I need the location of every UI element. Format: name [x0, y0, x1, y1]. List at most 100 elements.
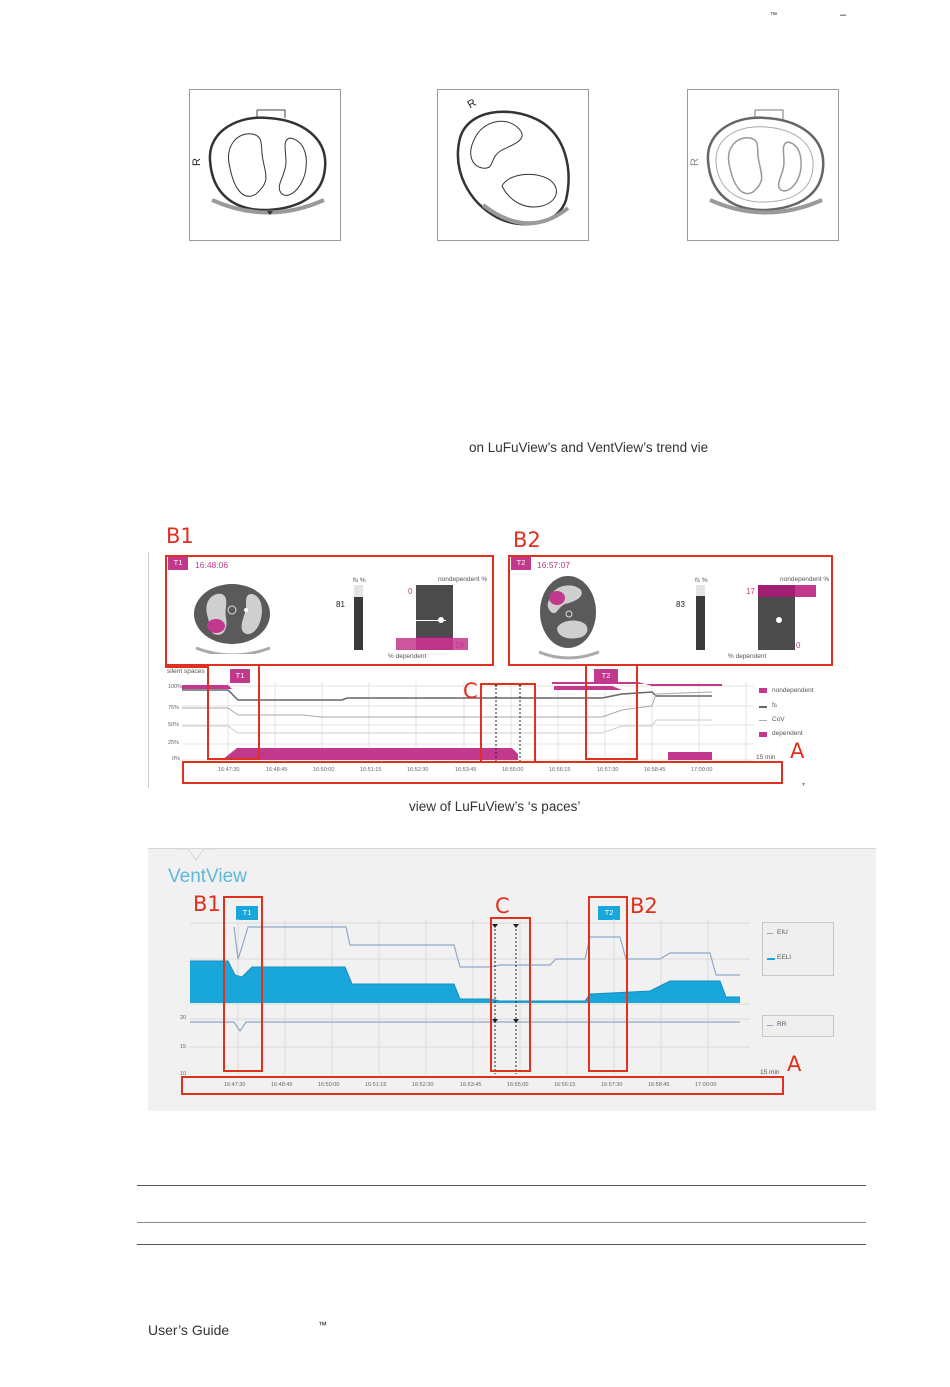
y-tick: 75% [168, 705, 180, 711]
ventview-title: VentView [168, 866, 247, 887]
dependent-label-t2: % dependent [728, 653, 767, 660]
legend-fs-swatch [759, 706, 767, 708]
thumbnail-label: R [688, 158, 701, 166]
divider [137, 1244, 866, 1245]
legend-cov: CoV [772, 716, 785, 723]
legend-eeli-swatch [767, 958, 775, 960]
lufuview-silent-spaces-panel: T1 16:48:06 fs % 81 nondependent % 0 19 … [148, 552, 848, 788]
vent-highlight-c [490, 917, 531, 1072]
x-tick: 16:47:30 [218, 767, 240, 773]
footer-trademark: ™ [318, 1320, 327, 1330]
ventview-trend-chart [190, 919, 750, 1074]
legend-eiu: EIU [777, 929, 788, 936]
vent-label-b1: B1 [193, 892, 221, 916]
y-tick: 100% [168, 684, 183, 690]
x-tick: 16:51:15 [360, 767, 382, 773]
vent-marker-t1[interactable]: T1 [236, 906, 258, 920]
dependent-area [222, 748, 518, 760]
highlight-box-b2 [508, 555, 833, 666]
time-window-selector[interactable]: 15 min [760, 1069, 780, 1076]
trademark-mark: ™ [770, 12, 777, 19]
x-tick: 16:56:15 [549, 767, 571, 773]
trend-title: silent spaces [167, 668, 205, 675]
legend-nondependent-swatch [759, 688, 767, 693]
x-tick: 16:55:00 [502, 767, 524, 773]
fs-label-t2: fs % [695, 577, 708, 584]
rr-y-tick: 15 [180, 1044, 187, 1050]
connector-a [756, 761, 783, 763]
connector-b1b [260, 664, 494, 666]
snapshot-time-t2: 16:57:07 [537, 560, 571, 570]
time-window-selector[interactable]: 15 min [756, 754, 776, 761]
rr-line [190, 1021, 740, 1033]
x-tick: 17:00:00 [695, 1082, 717, 1088]
dependent-value-t2: 0 [796, 641, 801, 650]
x-tick: 16:50:00 [313, 767, 335, 773]
vent-label-c: C [495, 894, 510, 918]
connector-b2b [508, 664, 585, 666]
fs-value-t1: 81 [336, 600, 345, 609]
trend-marker-t1[interactable]: T1 [230, 669, 250, 683]
label-b2: B2 [513, 528, 541, 552]
label-b1: B1 [166, 524, 194, 548]
lung-position-thumbnail-3: R [687, 89, 839, 241]
y-tick: 25% [168, 740, 180, 746]
x-tick: 16:57:30 [597, 767, 619, 773]
trend-view-caption: on LuFuView’s and VentView’s trend vie [469, 440, 709, 455]
x-tick: 16:53:45 [455, 767, 477, 773]
divider [137, 1222, 866, 1223]
connector-b1 [165, 666, 207, 668]
x-tick: 16:50:00 [318, 1082, 340, 1088]
legend-rr-swatch [767, 1025, 773, 1026]
snapshot-time-t1: 16:48:06 [195, 560, 229, 570]
vent-highlight-a [181, 1076, 784, 1095]
snapshot-tag-t1[interactable]: T1 [168, 556, 188, 570]
legend-eeli: EELI [777, 954, 792, 961]
legend-cov-swatch [759, 720, 767, 721]
legend-fs: fs [772, 702, 778, 709]
x-tick: 16:52:30 [407, 767, 429, 773]
thorax-outline-icon [208, 109, 327, 215]
lung-image-t2 [538, 576, 600, 660]
vent-marker-t2[interactable]: T2 [598, 906, 620, 920]
y-tick: 50% [168, 722, 180, 728]
vent-highlight-b1 [223, 896, 263, 1072]
x-tick: 16:53:45 [460, 1082, 482, 1088]
x-tick: 16:47:30 [224, 1082, 246, 1088]
fs-label-t1: fs % [353, 577, 366, 584]
snapshot-tag-t2[interactable]: T2 [511, 556, 531, 570]
x-tick: 16:52:30 [412, 1082, 434, 1088]
eeli-area [190, 961, 740, 1003]
lung-position-thumbnail-2: R [437, 89, 589, 241]
label-a: A [790, 739, 805, 763]
nondependent-value-t1: 0 [408, 587, 413, 596]
lung-position-thumbnail-1: R [189, 89, 341, 241]
nondependent-label-t1: nondependent % [438, 576, 488, 583]
fs-bar-t2 [696, 585, 705, 650]
x-tick: 16:56:15 [554, 1082, 576, 1088]
ventview-panel: VentView T1 T2 20 15 10 16:47:30 16:48:4… [148, 848, 876, 1111]
rr-y-tick: 20 [180, 1015, 187, 1021]
nondependent-area [554, 686, 622, 690]
highlight-box-b1 [165, 555, 494, 666]
vent-label-a: A [787, 1052, 802, 1076]
highlight-column-b1 [207, 664, 260, 760]
vent-connector-a [755, 1076, 784, 1078]
legend-top: EIU EELI [762, 922, 834, 976]
x-tick: 16:48:45 [266, 767, 288, 773]
vent-label-b2: B2 [630, 894, 658, 918]
cov-line [182, 691, 713, 718]
y-tick: 0% [172, 756, 180, 762]
silent-spaces-caption: view of LuFuView’s ‘s paces’ [409, 799, 581, 814]
trend-marker-t2[interactable]: T2 [594, 669, 618, 683]
eiu-line [233, 926, 740, 976]
scroll-down-icon[interactable]: ▾ [802, 782, 806, 788]
dependent-value-t1: 19 [455, 641, 464, 650]
vent-highlight-b2 [588, 896, 628, 1072]
fs-value-t2: 83 [676, 600, 685, 609]
dependent-area [668, 752, 712, 760]
dependent-label-t1: % dependent [388, 653, 427, 660]
thumbnail-label: R [190, 158, 203, 166]
x-tick: 16:57:30 [601, 1082, 623, 1088]
highlight-column-b2 [585, 664, 638, 760]
